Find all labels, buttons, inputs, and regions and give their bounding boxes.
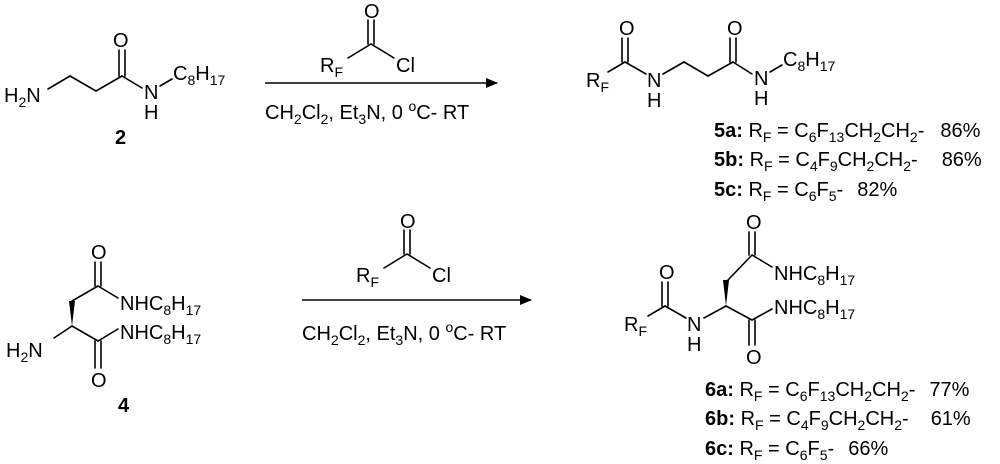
product-5-oxygen-2: O [727,18,743,40]
product-6-oxygen-left: O [659,262,675,284]
product-6-rf: RF [624,314,647,339]
amide-hydrogen: H [144,102,158,124]
reagent-oxygen: O [364,1,380,23]
product-6-amide-2: NHC8H17 [774,297,855,322]
reagent-oxygen-bottom: O [400,211,416,233]
product-5b-row: 5b: RF = C4F9CH2CH2-86% [714,149,982,174]
compound-label-2: 2 [115,127,126,149]
reagent-chlorine-bottom: Cl [432,265,451,287]
compound-label-4: 4 [118,395,130,417]
compound-2-bonds [47,49,173,92]
reagent-acyl-chloride-top: O RF Cl [320,1,415,80]
product-5-hydrogen-2: H [754,88,768,110]
product-5: RF O N H O N H C8H17 5a: RF = C6F13CH2CH… [586,18,982,204]
stereo-wedge-bond [69,301,75,326]
reagent-acyl-chloride-bottom: O RF Cl [356,211,451,290]
product-5-nitrogen-1: N [647,70,661,92]
product-6-amide-1: NHC8H17 [774,263,855,288]
compound-4-amine: H2N [6,340,43,365]
product-6c-row: 6c: RF = C6F5-66% [705,438,888,463]
compound-4: H2N O O NHC8H17 NHC8H17 4 [6,242,201,417]
product-5-hydrogen-1: H [647,90,661,112]
compound-4-bonds [53,261,119,369]
stereo-wedge-bond [723,280,729,306]
product-6-nitrogen: N [687,314,701,336]
reagent-chlorine: Cl [396,55,415,77]
product-6b-row: 6b: RF = C4F9CH2CH2-61% [705,408,971,433]
compound-2: H2N O N H C8H17 2 [4,30,225,149]
product-6-oxygen-bottom: O [746,347,762,369]
product-6-oxygen-top: O [746,212,762,234]
conditions-bottom: CH2Cl2, Et3N, 0 oC- RT [302,319,506,348]
compound-4-oxygen-bottom: O [91,370,107,392]
product-6-hydrogen: H [687,334,701,356]
compound-4-oxygen-top: O [91,242,107,264]
product-5-rf: RF [586,70,609,95]
product-6-bonds [647,231,773,346]
compound-4-amide-2: NHC8H17 [120,322,201,347]
product-5-octyl-chain: C8H17 [783,49,835,74]
product-5a-row: 5a: RF = C6F13CH2CH2-86% [714,120,981,145]
amide-nitrogen: N [144,82,158,104]
product-5-bonds [607,37,783,77]
product-6: RF O N H O O NHC8H17 NHC8H17 6a: RF = C6… [624,212,971,463]
reagent-rf-bottom: RF [356,265,379,290]
amine-label: H2N [4,85,41,110]
compound-4-amide-1: NHC8H17 [120,293,201,318]
product-5c-row: 5c: RF = C6F5-82% [714,179,897,204]
conditions-top: CH2Cl2, Et3N, 0 oC- RT [265,98,469,127]
octyl-chain: C8H17 [173,63,225,88]
product-5-oxygen-1: O [619,18,635,40]
product-5-nitrogen-2: N [754,68,768,90]
product-6a-row: 6a: RF = C6F13CH2CH2-77% [705,379,970,404]
carbonyl-oxygen: O [113,30,129,52]
reagent-rf: RF [320,55,343,80]
